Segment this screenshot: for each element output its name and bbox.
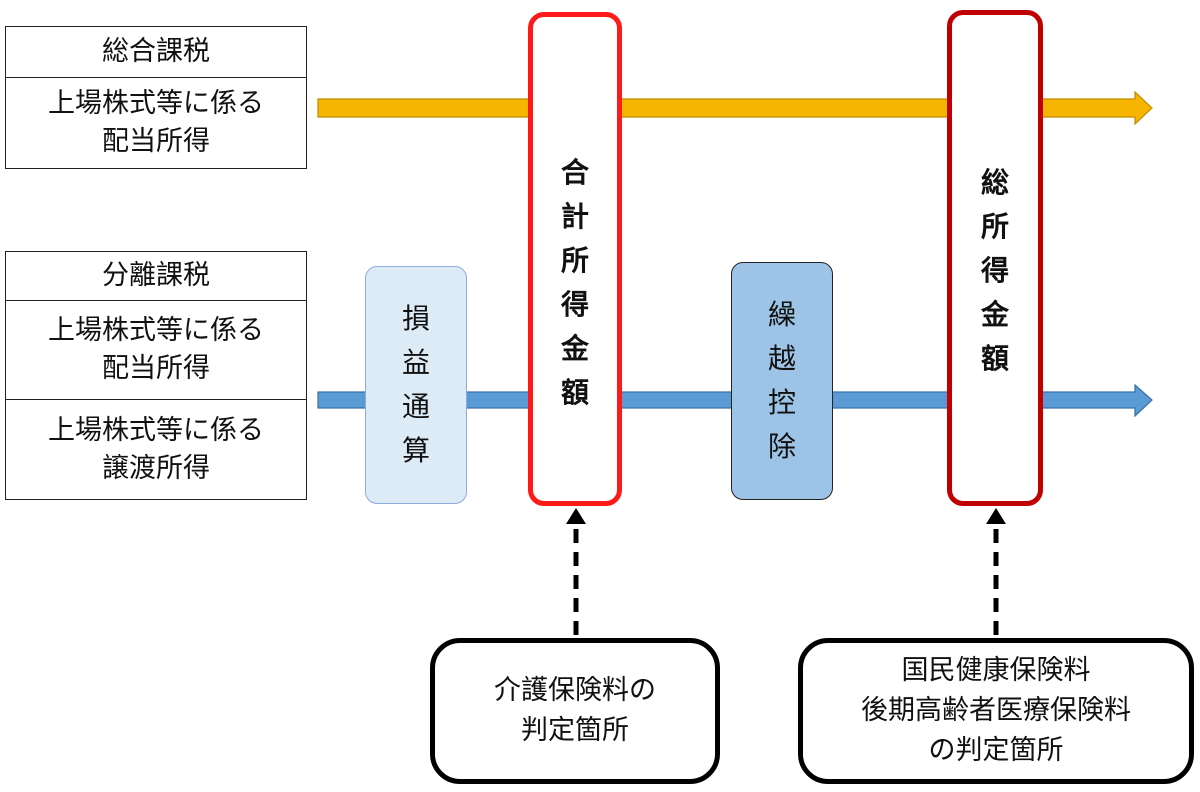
total-income-char-5: 金 [560, 332, 589, 365]
total-income-char-6: 額 [560, 376, 589, 409]
carryover-char-3: 控 [767, 386, 796, 419]
gross-income-char-2: 所 [980, 210, 1009, 243]
general-dividend-line2: 配当所得 [102, 126, 210, 157]
separate-transfer-cell: 上場株式等に係る 譲渡所得 [5, 399, 307, 500]
loss-offset-char-2: 益 [401, 346, 430, 379]
care-note-line2: 判定箇所 [521, 715, 629, 746]
health-note-line3: の判定箇所 [928, 735, 1064, 766]
gross-income-char-5: 額 [980, 342, 1009, 375]
health-note-line1: 国民健康保険料 [901, 655, 1091, 686]
care-insurance-note: 介護保険料の 判定箇所 [430, 638, 720, 784]
loss-offset-char-1: 損 [401, 302, 430, 335]
carryover-char-2: 越 [767, 342, 796, 375]
gross-income-box: 総 所 得 金 額 [947, 10, 1043, 506]
gross-income-char-1: 総 [980, 166, 1009, 199]
general-dividend-line1: 上場株式等に係る [48, 88, 264, 119]
total-income-char-1: 合 [560, 156, 589, 189]
loss-offset-char-3: 通 [401, 390, 430, 423]
carryover-char-4: 除 [767, 430, 796, 463]
separate-taxation-label: 分離課税 [102, 260, 210, 291]
health-arrowhead [986, 508, 1006, 524]
separate-taxation-header: 分離課税 [5, 251, 307, 301]
loss-offset-box: 損 益 通 算 [365, 266, 467, 504]
total-income-char-3: 所 [560, 244, 589, 277]
loss-offset-char-4: 算 [401, 434, 430, 467]
care-arrowhead [566, 508, 586, 524]
carryover-deduction-box: 繰 越 控 除 [731, 262, 833, 500]
total-income-box: 合 計 所 得 金 額 [528, 12, 622, 506]
general-taxation-header: 総合課税 [5, 26, 307, 78]
care-note-line1: 介護保険料の [494, 675, 656, 706]
general-dividend-cell: 上場株式等に係る 配当所得 [5, 77, 307, 169]
total-income-char-4: 得 [560, 288, 589, 321]
health-note-line2: 後期高齢者医療保険料 [861, 695, 1131, 726]
separate-dividend-line2: 配当所得 [102, 353, 210, 384]
total-income-char-2: 計 [560, 200, 589, 233]
separate-transfer-line1: 上場株式等に係る [48, 414, 264, 446]
gross-income-char-3: 得 [980, 254, 1009, 287]
separate-dividend-line1: 上場株式等に係る [48, 315, 264, 346]
orange-arrow [317, 90, 1153, 126]
separate-dividend-cell: 上場株式等に係る 配当所得 [5, 300, 307, 400]
health-insurance-note: 国民健康保険料 後期高齢者医療保険料 の判定箇所 [798, 638, 1194, 784]
gross-income-char-4: 金 [980, 298, 1009, 331]
carryover-char-1: 繰 [767, 298, 796, 331]
general-taxation-label: 総合課税 [102, 36, 210, 67]
separate-transfer-line2: 譲渡所得 [102, 452, 210, 484]
